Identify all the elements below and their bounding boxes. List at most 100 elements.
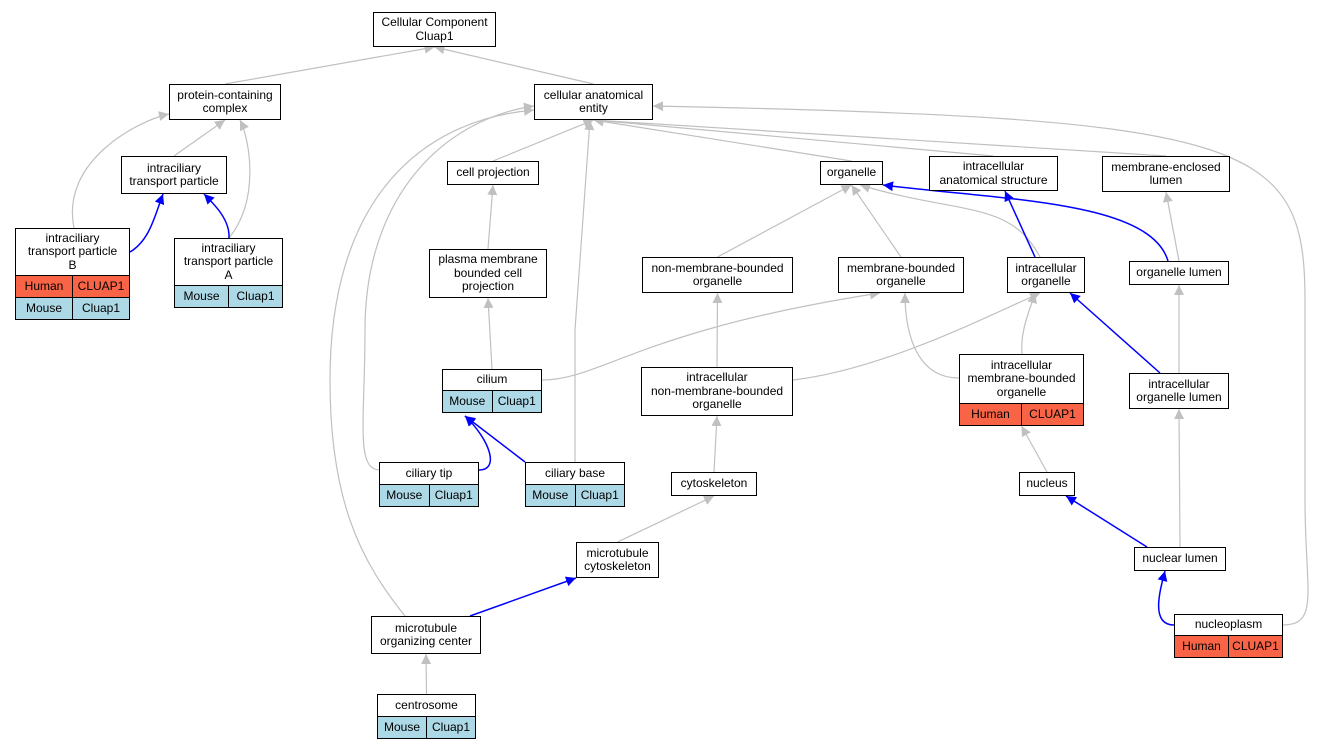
node-ic-organelle-lumen: intracellular organelle lumen	[1129, 373, 1229, 409]
edge-is-a-mtoc-to-cellular-entity	[329, 105, 535, 617]
node-label: intracellular non-membrane-bounded organ…	[650, 370, 784, 412]
edge-is-a-ic-non-membrane-organelle-to-non-membrane-organelle	[712, 292, 723, 368]
edge-is-a-nucleoplasm-to-cellular-entity	[652, 101, 1309, 626]
species-row-mouse: Mouse Cluap1	[526, 484, 624, 506]
species-row-human: Human CLUAP1	[16, 275, 129, 297]
node-label: membrane-bounded organelle	[846, 260, 956, 288]
species-row-human: Human CLUAP1	[1175, 635, 1282, 657]
edge-is-a-intracellular-struct-to-cellular-entity	[593, 115, 994, 157]
edge-is-a-ift-a-to-protein-complex	[228, 119, 251, 239]
edge-is-a-nuclear-lumen-to-ic-organelle-lumen	[1174, 408, 1185, 548]
node-label: nuclear lumen	[1142, 551, 1218, 566]
node-label: Cellular Component Cluap1	[381, 15, 488, 43]
node-label: organelle	[826, 165, 877, 180]
edge-is-a-ift-b-to-protein-complex	[71, 111, 170, 229]
gene-cell: Cluap1	[72, 298, 129, 319]
node-label: intraciliary transport particle B	[27, 230, 118, 272]
edge-is-a-membrane-organelle-to-organelle	[851, 184, 902, 258]
node-label: microtubule cytoskeleton	[584, 545, 651, 573]
edge-is-a-ciliary-base-to-cellular-entity	[574, 119, 595, 462]
node-membrane-organelle: membrane-bounded organelle	[838, 257, 964, 293]
node-ift-b: intraciliary transport particle B Human CL…	[15, 228, 130, 320]
node-organelle-lumen: organelle lumen	[1129, 261, 1229, 285]
edge-part-of-nucleoplasm-to-nuclear-lumen	[1157, 570, 1175, 626]
edge-is-a-ic-non-membrane-organelle-to-intracellular-organelle	[792, 292, 1041, 381]
edge-part-of-ciliary-base-to-cilium	[464, 415, 526, 463]
node-nuclear-lumen: nuclear lumen	[1134, 547, 1226, 571]
node-non-membrane-organelle: non-membrane-bounded organelle	[642, 257, 793, 293]
edge-is-a-nucleus-to-ic-membrane-organelle	[1020, 425, 1048, 473]
edge-is-a-cytoskeleton-to-ic-non-membrane-organelle	[711, 415, 722, 473]
gene-cell: Cluap1	[491, 391, 542, 412]
gene-cell: CLUAP1	[72, 276, 129, 297]
node-label: cell projection	[456, 165, 530, 180]
edge-is-a-non-membrane-organelle-to-organelle	[717, 184, 852, 258]
node-label: intracellular anatomical structure	[939, 159, 1048, 187]
edge-is-a-microtubule-cytoskeleton-to-cytoskeleton	[617, 495, 715, 543]
species-row-mouse: Mouse Cluap1	[16, 297, 129, 319]
edge-is-a-cilium-to-plasma-membrane-proj	[483, 297, 494, 370]
edge-is-a-ciliary-tip-to-cellular-entity	[362, 102, 535, 471]
species-cell: Human	[1182, 638, 1221, 653]
edge-is-a-organelle-lumen-to-membrane-enclosed-lumen	[1162, 191, 1180, 262]
edge-is-a-protein-complex-to-root	[224, 43, 435, 85]
species-cell: Human	[971, 406, 1010, 421]
node-label: protein-containing complex	[177, 87, 273, 115]
edge-part-of-ift-b-to-ift-particle	[129, 193, 165, 253]
node-ift-particle: intraciliary transport particle	[121, 156, 227, 194]
node-label: intraciliary transport particle	[129, 160, 219, 188]
species-row-mouse: Mouse Cluap1	[175, 285, 282, 307]
edge-part-of-organelle-lumen-to-organelle	[882, 181, 1169, 262]
species-cell: Mouse	[386, 487, 423, 502]
edge-is-a-cellular-entity-to-root	[434, 44, 594, 85]
node-cytoskeleton: cytoskeleton	[671, 472, 757, 496]
gene-cell: Cluap1	[426, 717, 475, 738]
node-microtubule-cytoskeleton: microtubule cytoskeleton	[576, 542, 659, 578]
edge-part-of-intracellular-organelle-to-intracellular-struct	[1004, 190, 1036, 258]
edge-part-of-mtoc-to-microtubule-cytoskeleton	[469, 576, 577, 617]
node-cell-projection: cell projection	[447, 161, 539, 185]
edge-is-a-ift-particle-to-protein-complex	[173, 119, 226, 157]
node-label: nucleus	[1026, 476, 1068, 491]
gene-cell: CLUAP1	[1021, 404, 1083, 425]
node-label: plasma membrane bounded cell projection	[438, 252, 538, 294]
gene-cell: Cluap1	[574, 485, 625, 506]
node-label: intracellular membrane-bounded organelle	[967, 357, 1076, 399]
species-cell: Mouse	[532, 487, 569, 502]
node-label: cytoskeleton	[680, 476, 748, 491]
node-label: microtubule organizing center	[379, 620, 473, 648]
species-cell: Mouse	[449, 393, 486, 408]
edge-part-of-ift-a-to-ift-particle	[203, 193, 230, 239]
species-cell: Mouse	[25, 300, 63, 315]
edge-is-a-cell-projection-to-cellular-entity	[492, 119, 594, 162]
node-label: non-membrane-bounded organelle	[651, 260, 784, 288]
edge-is-a-organelle-to-cellular-entity	[593, 116, 852, 162]
edge-part-of-nuclear-lumen-to-nucleus	[1065, 495, 1148, 548]
gene-cell: CLUAP1	[1228, 636, 1282, 657]
node-label: centrosome	[395, 697, 458, 712]
node-label: cellular anatomical entity	[543, 87, 644, 115]
gene-cell: Cluap1	[228, 286, 282, 307]
node-intracellular-struct: intracellular anatomical structure	[929, 156, 1058, 191]
species-cell: Mouse	[383, 719, 421, 734]
node-organelle: organelle	[820, 161, 883, 185]
node-ic-membrane-organelle: intracellular membrane-bounded organelle…	[959, 354, 1084, 426]
edge-is-a-ic-membrane-organelle-to-intracellular-organelle	[1021, 292, 1037, 355]
species-row-mouse: Mouse Cluap1	[443, 390, 541, 412]
node-label: intracellular organelle	[1015, 260, 1077, 288]
edge-is-a-centrosome-to-mtoc	[421, 653, 432, 695]
node-plasma-membrane-proj: plasma membrane bounded cell projection	[429, 249, 547, 298]
edge-is-a-cilium-to-membrane-organelle	[541, 289, 881, 381]
edge-is-a-membrane-enclosed-lumen-to-cellular-entity	[593, 115, 1167, 157]
edge-is-a-plasma-membrane-proj-to-cell-projection	[487, 184, 498, 250]
node-label: organelle lumen	[1136, 265, 1222, 280]
species-cell: Human	[24, 278, 64, 293]
edge-is-a-intracellular-organelle-to-organelle	[859, 183, 1041, 258]
species-cell: Mouse	[183, 288, 220, 303]
node-root: Cellular Component Cluap1	[373, 12, 496, 47]
node-protein-complex: protein-containing complex	[169, 84, 281, 120]
